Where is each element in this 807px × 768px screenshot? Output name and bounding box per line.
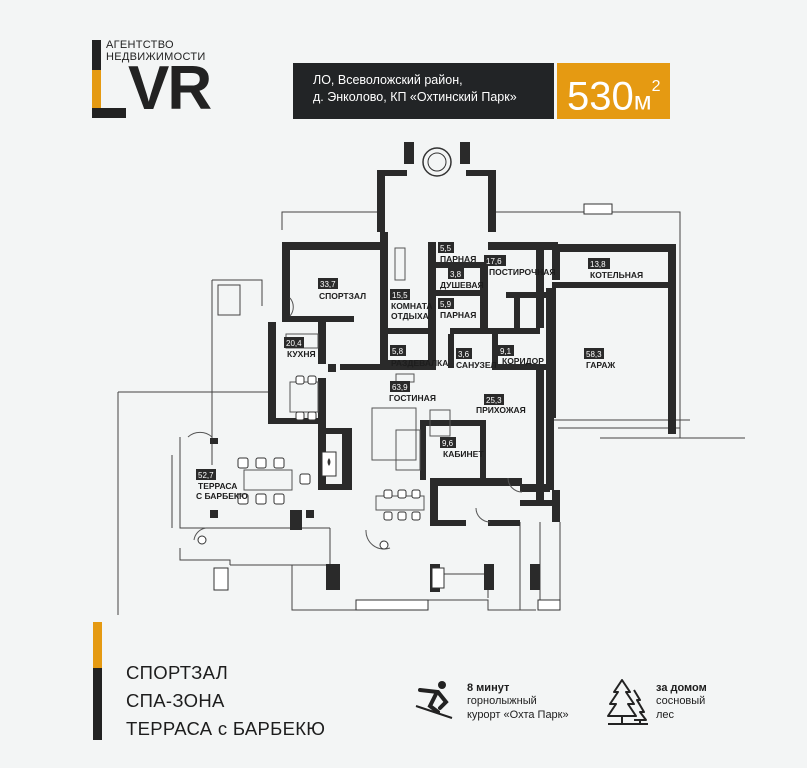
- room-rest: 15,5 КОМНАТА ОТДЫХА: [390, 289, 433, 321]
- svg-text:КОРИДОР: КОРИДОР: [502, 356, 544, 366]
- svg-text:25,3: 25,3: [486, 396, 502, 405]
- svg-text:5,9: 5,9: [440, 300, 452, 309]
- svg-text:17,6: 17,6: [486, 257, 502, 266]
- area-value: 530: [567, 74, 634, 119]
- feature-spa: СПА-ЗОНА: [126, 690, 225, 711]
- room-terrace: 52,7 ТЕРРАСА С БАРБЕКЮ: [196, 469, 248, 501]
- svg-text:ПОСТИРОЧНАЯ: ПОСТИРОЧНАЯ: [489, 267, 555, 277]
- info-ski-line2: курорт «Охта Парк»: [467, 709, 569, 721]
- svg-text:САНУЗЕЛ: САНУЗЕЛ: [456, 360, 496, 370]
- room-sauna1: 5,5 ПАРНАЯ: [438, 242, 476, 264]
- svg-text:5,5: 5,5: [440, 244, 452, 253]
- svg-text:С БАРБЕКЮ: С БАРБЕКЮ: [196, 491, 248, 501]
- info-ski-line1: горнолыжный: [467, 695, 537, 707]
- info-ski-strong: 8 минут: [467, 682, 510, 694]
- svg-text:9,1: 9,1: [500, 347, 512, 356]
- svg-text:РАЗДЕВАЛКА: РАЗДЕВАЛКА: [391, 358, 448, 368]
- svg-text:ПАРНАЯ: ПАРНАЯ: [440, 254, 476, 264]
- room-gym: 33,7 СПОРТЗАЛ: [318, 278, 366, 301]
- svg-text:5,8: 5,8: [392, 347, 404, 356]
- info-forest-line2: лес: [656, 709, 675, 721]
- logo-letters: VR: [128, 54, 212, 123]
- svg-text:20,4: 20,4: [286, 339, 302, 348]
- info-forest-strong: за домом: [656, 682, 707, 694]
- room-office: 9,6 КАБИНЕТ: [440, 437, 484, 459]
- agency-caption: АГЕНТСТВО НЕДВИЖИМОСТИ: [106, 39, 206, 63]
- svg-text:9,6: 9,6: [442, 439, 454, 448]
- svg-text:3,8: 3,8: [450, 270, 462, 279]
- feature-gym: СПОРТЗАЛ: [126, 662, 229, 683]
- address-line2: д. Энколово, КП «Охтинский Парк»: [313, 90, 517, 104]
- svg-text:63,9: 63,9: [392, 383, 408, 392]
- svg-text:ТЕРРАСА: ТЕРРАСА: [198, 481, 237, 491]
- room-gym-name: СПОРТЗАЛ: [319, 291, 366, 301]
- room-gym-area: 33,7: [320, 280, 336, 289]
- svg-text:ПАРНАЯ: ПАРНАЯ: [440, 310, 476, 320]
- address-box: ЛО, Всеволожский район, д. Энколово, КП …: [293, 63, 554, 119]
- svg-text:ПРИХОЖАЯ: ПРИХОЖАЯ: [476, 405, 526, 415]
- room-boiler: 13,8 КОТЕЛЬНАЯ: [588, 258, 643, 280]
- svg-text:ГАРАЖ: ГАРАЖ: [586, 360, 615, 370]
- room-dressing: 5,8 РАЗДЕВАЛКА: [390, 345, 448, 368]
- room-corridor: 9,1 КОРИДОР: [498, 345, 544, 366]
- svg-text:КОМНАТА: КОМНАТА: [391, 301, 433, 311]
- logo-letter-l-stem: [92, 40, 101, 70]
- feature-terrace: ТЕРРАСА с БАРБЕКЮ: [126, 718, 326, 739]
- svg-text:КАБИНЕТ: КАБИНЕТ: [443, 449, 484, 459]
- agency-line2: НЕДВИЖИМОСТИ: [106, 51, 206, 63]
- agency-line1: АГЕНТСТВО: [106, 39, 174, 51]
- room-bathroom: 3,6 САНУЗЕЛ: [456, 348, 496, 370]
- svg-text:КУХНЯ: КУХНЯ: [287, 349, 316, 359]
- room-sauna2: 5,9 ПАРНАЯ: [438, 298, 476, 320]
- room-living: 63,9 ГОСТИНАЯ: [389, 381, 436, 403]
- room-hall: 25,3 ПРИХОЖАЯ: [476, 394, 526, 415]
- features-dark-bar: [93, 668, 102, 740]
- svg-text:15,5: 15,5: [392, 291, 408, 300]
- svg-text:52,7: 52,7: [198, 471, 214, 480]
- room-garage: 58,3 ГАРАЖ: [584, 348, 615, 370]
- pine-trees-icon: [607, 679, 648, 725]
- svg-text:58,3: 58,3: [586, 350, 602, 359]
- area-unit-power: 2: [651, 78, 661, 95]
- room-laundry: 17,6 ПОСТИРОЧНАЯ: [484, 255, 555, 277]
- area-badge: 530м2: [557, 63, 670, 119]
- svg-text:КОТЕЛЬНАЯ: КОТЕЛЬНАЯ: [590, 270, 643, 280]
- svg-text:ДУШЕВАЯ: ДУШЕВАЯ: [440, 280, 484, 290]
- logo-accent-bar: [92, 40, 101, 118]
- info-ski: 8 минут горнолыжный курорт «Охта Парк»: [467, 682, 569, 722]
- address-line1: ЛО, Всеволожский район,: [313, 73, 463, 87]
- logo-letter-l-foot: [92, 108, 126, 118]
- skier-icon: [415, 681, 453, 719]
- area-unit: м: [633, 85, 652, 116]
- info-forest: за домом сосновый лес: [656, 682, 707, 722]
- svg-text:ОТДЫХА: ОТДЫХА: [391, 311, 429, 321]
- room-kitchen: 20,4 КУХНЯ: [284, 337, 316, 359]
- outline-top-left: [281, 211, 380, 230]
- svg-text:3,6: 3,6: [458, 350, 470, 359]
- info-forest-line1: сосновый: [656, 695, 706, 707]
- svg-text:ГОСТИНАЯ: ГОСТИНАЯ: [389, 393, 436, 403]
- room-shower: 3,8 ДУШЕВАЯ: [440, 268, 484, 290]
- svg-text:13,8: 13,8: [590, 260, 606, 269]
